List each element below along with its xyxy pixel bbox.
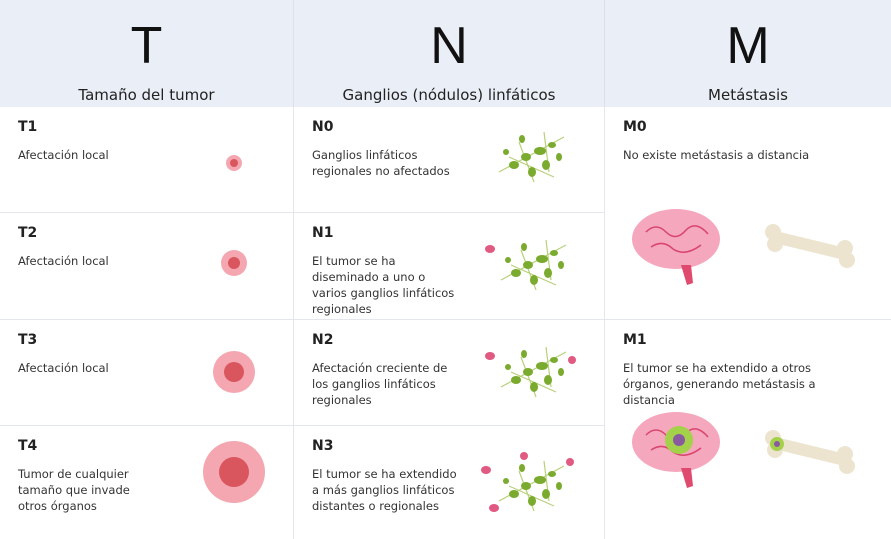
stage-desc: Afectación creciente de los ganglios lin… <box>312 361 448 407</box>
stage-code: N1 <box>312 225 334 241</box>
title-n: Ganglios (nódulos) linfáticos <box>342 86 556 104</box>
tumor-icon <box>221 250 247 276</box>
stage-code: N3 <box>312 438 334 454</box>
stage-desc: El tumor se ha diseminado a uno o varios… <box>312 254 455 316</box>
lymph-nodes-icon <box>481 452 574 512</box>
stage-code: T1 <box>18 119 38 135</box>
letter-m: M <box>726 17 770 75</box>
stage-code: N2 <box>312 332 334 348</box>
stage-code: M1 <box>623 332 647 348</box>
stage-desc: Afectación local <box>18 148 109 162</box>
stage-code: T3 <box>18 332 38 348</box>
n0-cell: N0 Ganglios linfáticos regionales no afe… <box>294 107 605 213</box>
title-m: Metástasis <box>708 86 788 104</box>
stage-desc: El tumor se ha extendido a más ganglios … <box>312 467 457 513</box>
bone-metastasis-icon <box>765 428 860 478</box>
stage-desc: No existe metástasis a distancia <box>623 148 810 162</box>
brain-metastasis-icon <box>631 411 721 489</box>
stage-code: M0 <box>623 119 647 135</box>
stage-code: T4 <box>18 438 38 454</box>
stage-desc: El tumor se ha extendido a otros órganos… <box>623 361 816 407</box>
lymph-nodes-icon <box>485 346 576 398</box>
stage-desc: Afectación local <box>18 361 109 375</box>
header-m: M Metástasis <box>605 0 891 107</box>
letter-n: N <box>430 17 468 75</box>
stage-desc: Afectación local <box>18 254 109 268</box>
header-t: T Tamaño del tumor <box>0 0 294 107</box>
bone-icon <box>765 222 860 272</box>
header-n: N Ganglios (nódulos) linfáticos <box>294 0 605 107</box>
t2-cell: T2 Afectación local <box>0 213 294 320</box>
letter-t: T <box>130 17 163 75</box>
n2-cell: N2 Afectación creciente de los ganglios … <box>294 320 605 426</box>
stage-desc: Tumor de cualquier tamaño que invade otr… <box>18 467 130 513</box>
stage-code: T2 <box>18 225 38 241</box>
t3-cell: T3 Afectación local <box>0 320 294 426</box>
tumor-icon <box>203 441 265 503</box>
brain-icon <box>631 208 721 286</box>
n3-cell: N3 El tumor se ha extendido a más gangli… <box>294 426 605 539</box>
lymph-nodes-icon <box>498 131 565 183</box>
stage-desc: Ganglios linfáticos regionales no afecta… <box>312 148 450 178</box>
n1-cell: N1 El tumor se ha diseminado a uno o var… <box>294 213 605 320</box>
m1-cell: M1 El tumor se ha extendido a otros órga… <box>605 320 891 539</box>
title-t: Tamaño del tumor <box>78 86 215 104</box>
t1-cell: T1 Afectación local <box>0 107 294 213</box>
tumor-icon <box>226 155 242 171</box>
m0-cell: M0 No existe metástasis a distancia <box>605 107 891 320</box>
stage-code: N0 <box>312 119 334 135</box>
t4-cell: T4 Tumor de cualquier tamaño que invade … <box>0 426 294 539</box>
tumor-icon <box>213 351 255 393</box>
lymph-nodes-icon <box>485 239 567 291</box>
